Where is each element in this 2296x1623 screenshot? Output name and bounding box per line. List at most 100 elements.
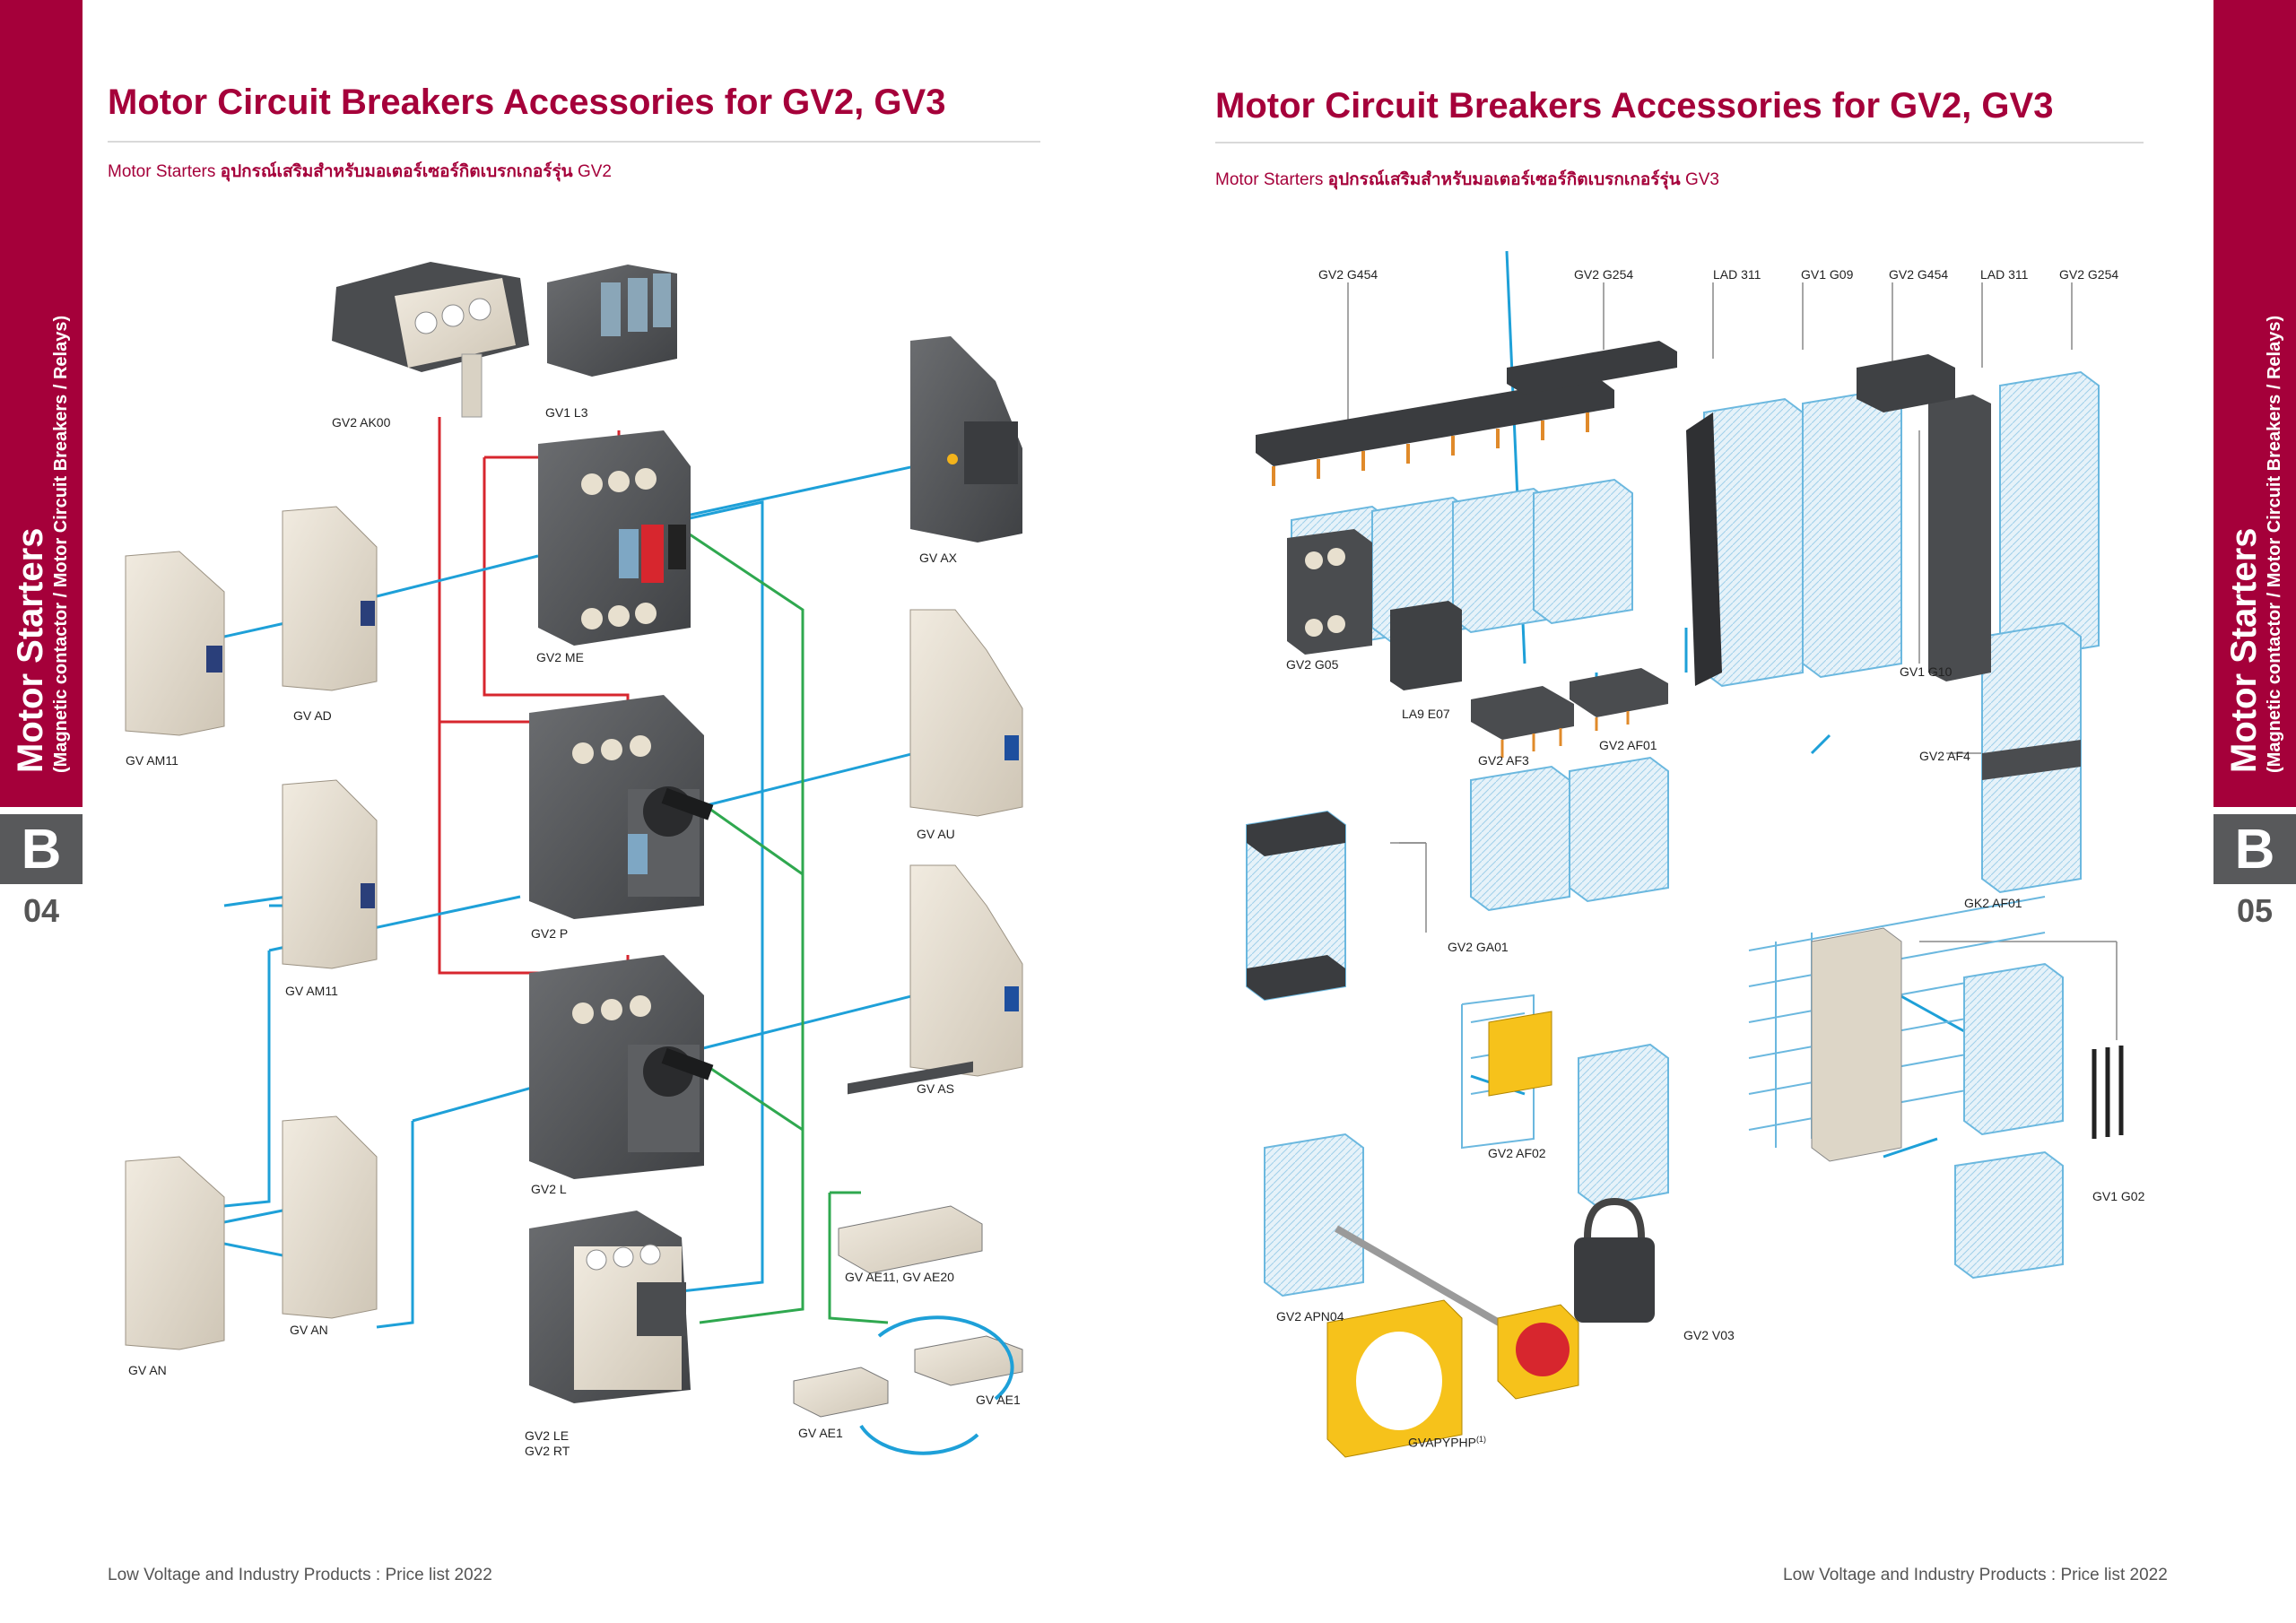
label-gv-as: GV AS <box>917 1081 955 1096</box>
label-gv1-g10: GV1 G10 <box>1900 664 1952 679</box>
label-gk2-af01: GK2 AF01 <box>1964 896 2022 910</box>
label-gv-am11-mid: GV AM11 <box>285 984 338 998</box>
right-footer: Low Voltage and Industry Products : Pric… <box>1783 1566 2168 1584</box>
gv2-af02-part <box>1488 1011 1552 1097</box>
label-gv-am11-left: GV AM11 <box>126 753 178 768</box>
label-gv2-ak00: GV2 AK00 <box>332 415 391 430</box>
label-gv-an-left: GV AN <box>128 1363 167 1377</box>
label-gv-ae1-right: GV AE1 <box>976 1393 1021 1407</box>
gv2-g05-part <box>1287 529 1372 655</box>
label-gv2-g254-b: GV2 G254 <box>2059 267 2119 282</box>
gv2-af3-part <box>1471 686 1574 758</box>
gv2-af4-part <box>1982 740 2081 780</box>
left-subtitle-model: GV2 <box>577 162 612 181</box>
contactor-gv2-af02-right <box>1578 1043 1669 1208</box>
gv2-me-part <box>538 430 691 646</box>
right-accessories-diagram <box>1246 251 2124 1458</box>
label-gv2-l: GV2 L <box>531 1182 567 1196</box>
gv2-l-part <box>529 955 714 1179</box>
label-lad-311-a: LAD 311 <box>1713 267 1761 282</box>
label-gv2-ga01: GV2 GA01 <box>1448 940 1509 954</box>
label-gv2-le: GV2 LE <box>525 1428 570 1443</box>
right-side-text: Motor Starters (Magnetic contactor / Mot… <box>2213 9 2296 780</box>
label-gv2-apn04: GV2 APN04 <box>1276 1309 1344 1324</box>
label-gv-ae11-ae20: GV AE11, GV AE20 <box>845 1270 954 1284</box>
contactor-cluster-right <box>1703 370 2100 894</box>
gv-ae11-part <box>838 1061 983 1274</box>
right-page-number: 05 <box>2236 892 2274 929</box>
left-sidebar: Motor Starters (Magnetic contactor / Mot… <box>0 0 83 807</box>
left-footer: Low Voltage and Industry Products : Pric… <box>108 1566 492 1584</box>
gv1-g10-part <box>1686 395 1991 686</box>
right-sidebar: Motor Starters (Magnetic contactor / Mot… <box>2213 0 2296 807</box>
label-gv1-g02: GV1 G02 <box>2092 1189 2145 1203</box>
label-gv2-af4: GV2 AF4 <box>1919 749 1970 763</box>
label-gv-an-mid: GV AN <box>290 1323 328 1337</box>
gv1-l3-part <box>547 265 677 377</box>
left-subtitle-thai: อุปกรณ์เสริมสำหรับมอเตอร์เซอร์กิตเบรกเกอ… <box>220 162 573 181</box>
gvapyphp-part <box>1326 1299 1463 1458</box>
gv-ad-part <box>282 506 378 691</box>
la9-e07-part <box>1390 601 1462 690</box>
right-side-title: Motor Starters <box>2224 527 2264 773</box>
label-gv2-v03: GV2 V03 <box>1683 1328 1735 1342</box>
gv2-apn04-part <box>1264 1133 1579 1400</box>
left-section-tab: B <box>0 814 83 884</box>
label-la9-e07: LA9 E07 <box>1402 707 1450 721</box>
label-gv2-af02: GV2 AF02 <box>1488 1146 1546 1160</box>
left-page-number: 04 <box>22 892 60 929</box>
gv-an-mid-part <box>282 1115 378 1319</box>
label-gv2-g454-a: GV2 G454 <box>1318 267 1378 282</box>
label-gvapyphp-text: GVAPYPHP <box>1408 1435 1476 1450</box>
gv-ae1-parts <box>793 1315 1023 1455</box>
right-page-title: Motor Circuit Breakers Accessories for G… <box>1215 86 2054 126</box>
green-wires <box>681 527 889 1324</box>
label-gv-ad: GV AD <box>293 708 332 723</box>
right-subtitle-prefix: Motor Starters <box>1215 170 1324 189</box>
label-gvapyphp: GVAPYPHP(1) <box>1408 1435 1486 1450</box>
label-gv2-af01: GV2 AF01 <box>1599 738 1657 752</box>
gv-ax-part <box>910 336 1022 542</box>
gv-as-part <box>909 864 1023 1077</box>
label-lad-311-b: LAD 311 <box>1980 267 2029 282</box>
left-page-title: Motor Circuit Breakers Accessories for G… <box>108 82 946 122</box>
contactor-pair-mid <box>1470 756 1669 912</box>
busbar-gv2-g254 <box>1507 341 1677 395</box>
gk2-af01-part <box>1811 927 1902 1162</box>
label-gv2-af3: GV2 AF3 <box>1478 753 1529 768</box>
right-subtitle: Motor Starters อุปกรณ์เสริมสำหรับมอเตอร์… <box>1215 166 1719 193</box>
gv-am11-left-part <box>125 551 225 736</box>
gv1-g09-part <box>1857 354 1955 412</box>
right-side-subtitle: (Magnetic contactor / Motor Circuit Brea… <box>2265 315 2284 773</box>
label-gv1-g09: GV1 G09 <box>1801 267 1854 282</box>
gv-au-part <box>909 609 1023 817</box>
busbar-gv2-g454 <box>1256 377 1614 486</box>
gv2-p-part <box>529 695 714 919</box>
label-gv-au: GV AU <box>917 827 955 841</box>
right-section-tab: B <box>2213 814 2296 884</box>
label-gvapyphp-footnote: (1) <box>1476 1435 1486 1444</box>
gv1-g02-part <box>2092 1046 2124 1139</box>
label-gv2-g454-b: GV2 G454 <box>1889 267 1949 282</box>
gv-am11-mid-part <box>282 779 378 969</box>
gv2-af01-part <box>1570 668 1668 731</box>
gv2-le-part <box>529 1211 691 1403</box>
gv-an-left-part <box>125 1156 225 1350</box>
label-gv2-rt: GV2 RT <box>525 1444 570 1458</box>
right-leader-lines <box>1347 282 2118 1040</box>
right-title-rule <box>1215 142 2144 143</box>
gv2-ga01-part <box>1246 810 1346 1002</box>
label-gv2-g05: GV2 G05 <box>1286 657 1339 672</box>
right-subtitle-model: GV3 <box>1684 170 1719 189</box>
left-subtitle-prefix: Motor Starters <box>108 162 216 181</box>
label-gv2-p: GV2 P <box>531 926 569 941</box>
label-gv-ae1-left: GV AE1 <box>798 1426 843 1440</box>
gv2-v03-part <box>1574 1197 1655 1323</box>
label-gv-ax: GV AX <box>919 551 958 565</box>
left-title-rule <box>108 141 1040 143</box>
label-gv2-g254-a: GV2 G254 <box>1574 267 1634 282</box>
left-accessories-diagram <box>125 262 1023 1455</box>
gv2-ak00-part <box>332 262 529 418</box>
left-subtitle: Motor Starters อุปกรณ์เสริมสำหรับมอเตอร์… <box>108 158 612 185</box>
label-gv1-l3: GV1 L3 <box>545 405 588 420</box>
